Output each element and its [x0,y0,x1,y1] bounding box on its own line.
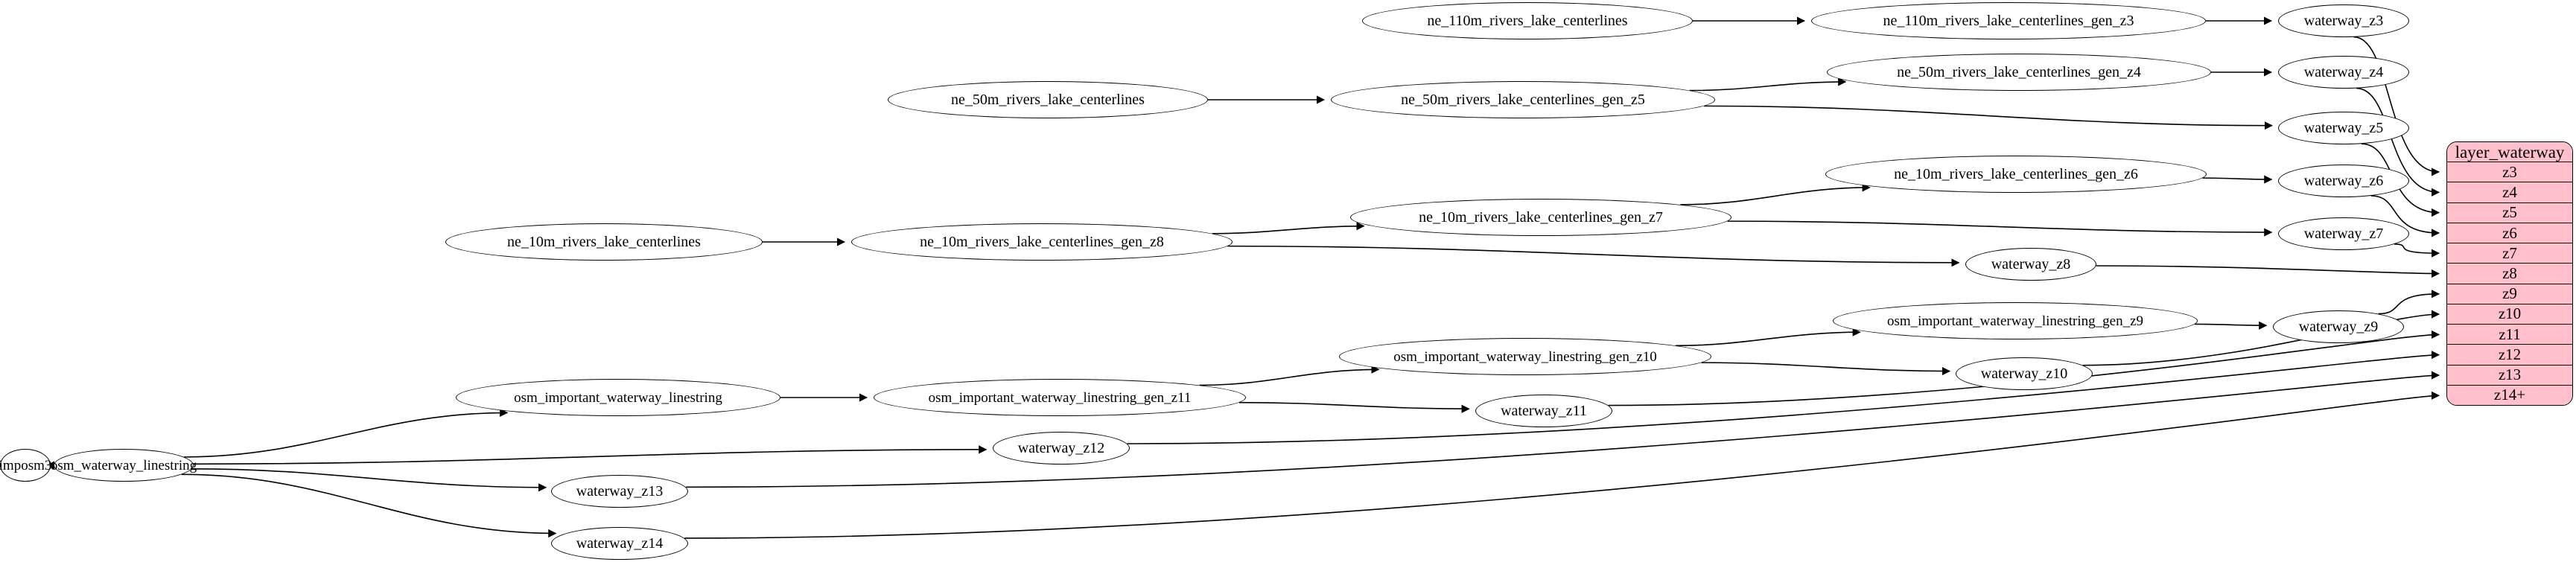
edge-ne-10m-rivers-lake-centerlines-gen-z6-to-waterway-z6 [2202,175,2273,184]
node-label: waterway_z11 [1501,403,1587,419]
node-label: osm_waterway_linestring [50,457,197,473]
record-row-z14plus[interactable]: z14+ [2447,385,2572,405]
node-osm-waterway-linestring[interactable]: osm_waterway_linestring [51,449,197,482]
node-waterway-z14[interactable]: waterway_z14 [551,527,688,560]
edge-ne-10m-rivers-lake-centerlines-gen-z7-to-waterway-z7 [1727,220,2273,237]
node-waterway-z5[interactable]: waterway_z5 [2278,112,2409,144]
node-label: waterway_z14 [576,535,664,552]
node-label: waterway_z10 [1980,366,2068,382]
record-row-z13[interactable]: z13 [2447,365,2572,386]
node-waterway-z9[interactable]: waterway_z9 [2273,310,2404,343]
node-ne-10m-rivers-lake-centerlines-gen-z6[interactable]: ne_10m_rivers_lake_centerlines_gen_z6 [1825,156,2207,193]
record-row-z12[interactable]: z12 [2447,345,2572,366]
node-imposm3[interactable]: imposm3 [0,449,51,482]
node-label: waterway_z3 [2303,13,2384,29]
node-waterway-z8[interactable]: waterway_z8 [1965,248,2096,281]
record-row-z11[interactable]: z11 [2447,325,2572,345]
node-label: waterway_z8 [1991,256,2071,272]
node-label: waterway_z13 [576,483,664,500]
node-label: osm_important_waterway_linestring_gen_z1… [1393,348,1657,365]
node-label: waterway_z6 [2303,173,2384,189]
edge-waterway-z9-to-layer-waterway-z9 [2378,290,2440,315]
node-ne-110m-rivers-lake-centerlines-gen-z3[interactable]: ne_110m_rivers_lake_centerlines_gen_z3 [1811,2,2206,39]
record-row-z9[interactable]: z9 [2447,284,2572,304]
record-row-z4[interactable]: z4 [2447,182,2572,203]
node-waterway-z3[interactable]: waterway_z3 [2278,4,2409,37]
node-label: ne_50m_rivers_lake_centerlines_gen_z4 [1897,64,2141,80]
edge-waterway-z7-to-layer-waterway-z7 [2394,243,2440,258]
node-ne-50m-rivers-lake-centerlines-gen-z4[interactable]: ne_50m_rivers_lake_centerlines_gen_z4 [1827,54,2211,91]
node-waterway-z7[interactable]: waterway_z7 [2278,217,2409,250]
node-waterway-z10[interactable]: waterway_z10 [1956,357,2093,390]
node-label: osm_important_waterway_linestring [514,389,722,406]
node-waterway-z13[interactable]: waterway_z13 [551,475,688,508]
node-label: ne_50m_rivers_lake_centerlines [951,92,1145,108]
node-label: osm_important_waterway_linestring_gen_z1… [928,389,1192,406]
edge-ne-10m-rivers-lake-centerlines-gen-z7-to-ne-10m-rivers-lake-centerlines-gen-z6 [1680,183,1871,205]
node-waterway-z4[interactable]: waterway_z4 [2278,56,2409,89]
node-label: waterway_z4 [2303,64,2384,80]
node-ne-110m-rivers-lake-centerlines[interactable]: ne_110m_rivers_lake_centerlines [1362,2,1693,39]
node-osm-important-waterway-linestring-gen-z11[interactable]: osm_important_waterway_linestring_gen_z1… [874,379,1246,416]
node-label: ne_10m_rivers_lake_centerlines_gen_z7 [1419,209,1663,226]
node-label: ne_10m_rivers_lake_centerlines_gen_z6 [1894,166,2138,182]
node-ne-10m-rivers-lake-centerlines[interactable]: ne_10m_rivers_lake_centerlines [445,223,763,261]
edge-osm-important-waterway-linestring-gen-z11-to-waterway-z11 [1238,401,1470,413]
node-osm-important-waterway-linestring-gen-z9[interactable]: osm_important_waterway_linestring_gen_z9 [1833,302,2198,339]
node-label: waterway_z12 [1017,440,1105,456]
record-row-z7[interactable]: z7 [2447,243,2572,264]
node-waterway-z6[interactable]: waterway_z6 [2278,165,2409,197]
edge-ne-10m-rivers-lake-centerlines-gen-z8-to-waterway-z8 [1227,245,1960,267]
record-row-z3[interactable]: z3 [2447,162,2572,183]
node-label: ne_10m_rivers_lake_centerlines [507,234,701,250]
record-row-z10[interactable]: z10 [2447,304,2572,325]
edge-osm-important-waterway-linestring-gen-z11-to-osm-important-waterway-linestring-gen-z10 [1199,365,1380,386]
node-label: waterway_z9 [2298,319,2379,335]
edge-osm-important-waterway-linestring-gen-z10-to-waterway-z10 [1701,362,1951,376]
node-label: ne_10m_rivers_lake_centerlines_gen_z8 [920,234,1164,250]
record-row-z8[interactable]: z8 [2447,264,2572,284]
edge-osm-waterway-linestring-to-osm-important-waterway-linestring [184,408,509,458]
edge-osm-waterway-linestring-to-waterway-z13 [191,468,547,492]
node-ne-10m-rivers-lake-centerlines-gen-z8[interactable]: ne_10m_rivers_lake_centerlines_gen_z8 [851,223,1233,261]
node-label: ne_50m_rivers_lake_centerlines_gen_z5 [1401,92,1645,108]
node-label: waterway_z7 [2303,226,2384,242]
node-waterway-z12[interactable]: waterway_z12 [993,432,1130,465]
node-waterway-z11[interactable]: waterway_z11 [1475,395,1612,427]
node-ne-50m-rivers-lake-centerlines-gen-z5[interactable]: ne_50m_rivers_lake_centerlines_gen_z5 [1331,81,1715,118]
node-label: osm_important_waterway_linestring_gen_z9 [1886,313,2144,329]
edge-ne-50m-rivers-lake-centerlines-gen-z5-to-ne-50m-rivers-lake-centerlines-gen-z4 [1689,77,1847,92]
node-osm-important-waterway-linestring-gen-z10[interactable]: osm_important_waterway_linestring_gen_z1… [1339,338,1711,375]
edge-osm-waterway-linestring-to-waterway-z12 [193,445,988,465]
node-label: waterway_z5 [2303,120,2384,136]
node-ne-50m-rivers-lake-centerlines[interactable]: ne_50m_rivers_lake_centerlines [888,81,1208,118]
edge-osm-important-waterway-linestring-gen-z9-to-waterway-z9 [2195,321,2268,330]
record-row-z5[interactable]: z5 [2447,202,2572,223]
record-row-z6[interactable]: z6 [2447,223,2572,244]
node-osm-important-waterway-linestring[interactable]: osm_important_waterway_linestring [456,379,780,416]
edge-waterway-z12-to-layer-waterway-z12 [1127,351,2440,444]
edge-ne-10m-rivers-lake-centerlines-gen-z8-to-ne-10m-rivers-lake-centerlines-gen-z7 [1212,222,1365,234]
node-label: ne_110m_rivers_lake_centerlines_gen_z3 [1883,13,2134,29]
edge-waterway-z8-to-layer-waterway-z8 [2096,265,2440,278]
edge-osm-important-waterway-linestring-gen-z10-to-osm-important-waterway-linestring-gen-z9 [1675,328,1861,347]
node-ne-10m-rivers-lake-centerlines-gen-z7[interactable]: ne_10m_rivers_lake_centerlines_gen_z7 [1350,199,1731,236]
edge-osm-waterway-linestring-to-waterway-z14 [181,473,557,538]
edge-ne-50m-rivers-lake-centerlines-gen-z5-to-waterway-z5 [1704,105,2273,130]
node-label: imposm3 [0,457,52,473]
node-label: ne_110m_rivers_lake_centerlines [1427,13,1628,29]
record-title-layer-waterway: layer_waterway [2447,142,2572,163]
